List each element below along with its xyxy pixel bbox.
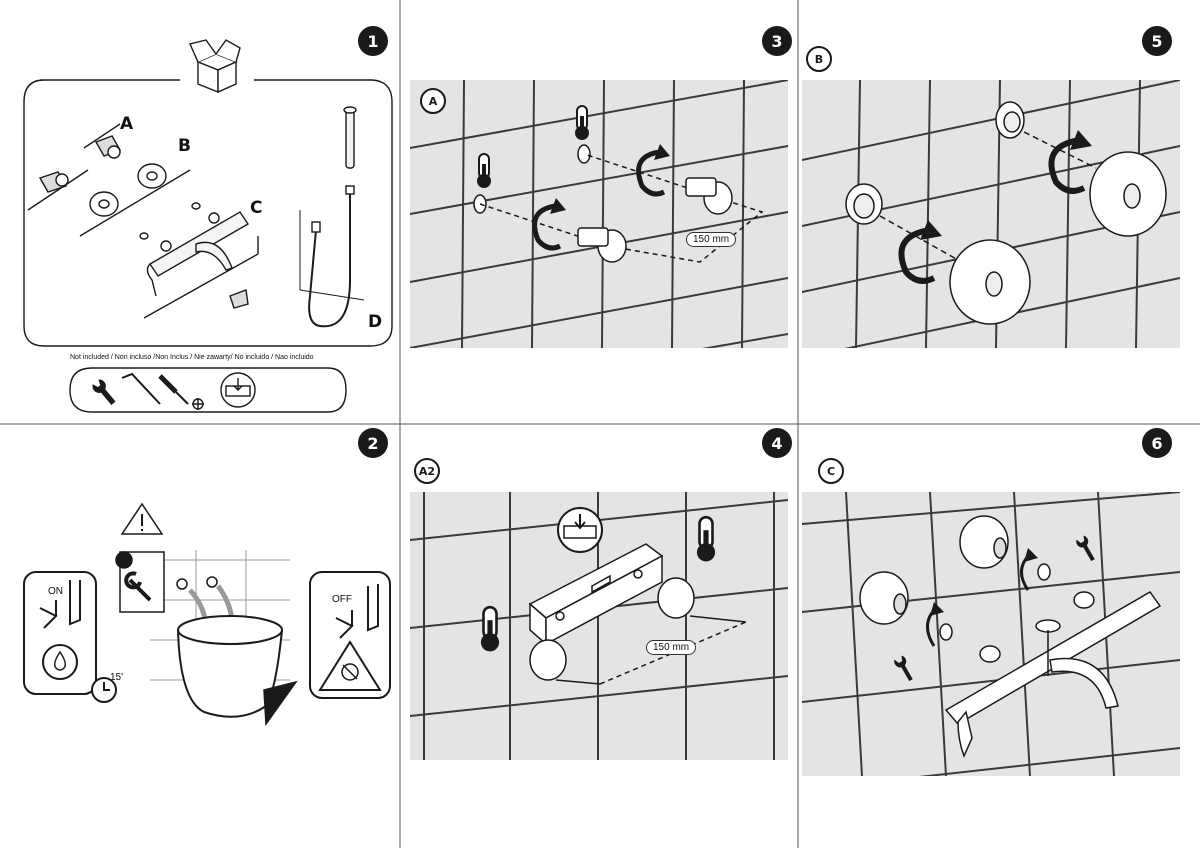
kit-mixer — [139, 202, 259, 319]
tap-on-label: ON — [48, 586, 63, 597]
flush-time-label: 15' — [110, 672, 124, 683]
water-drop-icon — [42, 644, 78, 680]
step-5-badge: 5 — [1142, 26, 1172, 56]
level-icon — [220, 372, 256, 408]
kit-connectors — [27, 123, 122, 211]
panel-2-art — [23, 502, 391, 727]
thermometer-icon — [479, 605, 501, 653]
kit-label-a: A — [120, 114, 134, 134]
thermometer-icon — [574, 105, 590, 141]
step-6-badge: 6 — [1142, 428, 1172, 458]
panel-1-art — [23, 39, 393, 413]
kit-label-b: B — [178, 136, 191, 156]
level-icon — [557, 507, 603, 553]
kit-rosettes — [79, 163, 191, 237]
step-4-badge: 4 — [762, 428, 792, 458]
panel-3-art — [410, 80, 788, 348]
kit-label-c: C — [250, 198, 263, 218]
substep-c-badge: C — [818, 458, 844, 484]
step-3-badge: 3 — [762, 26, 792, 56]
panel-6-art — [802, 492, 1180, 776]
panel-4-art — [410, 492, 788, 760]
panel-5-art — [802, 80, 1180, 348]
step-1-badge: 1 — [358, 26, 388, 56]
substep-a2-badge: A2 — [414, 458, 440, 484]
wrench-icon — [90, 378, 119, 408]
no-drink-icon — [318, 640, 382, 691]
kit-label-d: D — [368, 312, 383, 332]
substep-a-badge: A — [420, 88, 446, 114]
rotate-arrow-icon — [636, 149, 666, 197]
dimension-label-step4: 150 mm — [646, 640, 697, 655]
box-icon — [189, 39, 241, 94]
thermometer-icon — [695, 515, 717, 563]
not-included-caption: Not included / Non incluso /Non Inclus /… — [70, 354, 314, 361]
step-2-badge: 2 — [358, 428, 388, 458]
dimension-label-step3: 150 mm — [686, 232, 737, 247]
kit-shower — [299, 106, 365, 328]
screwdriver-icon — [158, 374, 204, 410]
tap-off-label: OFF — [332, 594, 352, 605]
thermometer-icon — [476, 153, 492, 189]
substep-b-badge: B — [806, 46, 832, 72]
rotate-arrow-icon — [532, 203, 562, 251]
allen-key-icon — [121, 372, 161, 405]
